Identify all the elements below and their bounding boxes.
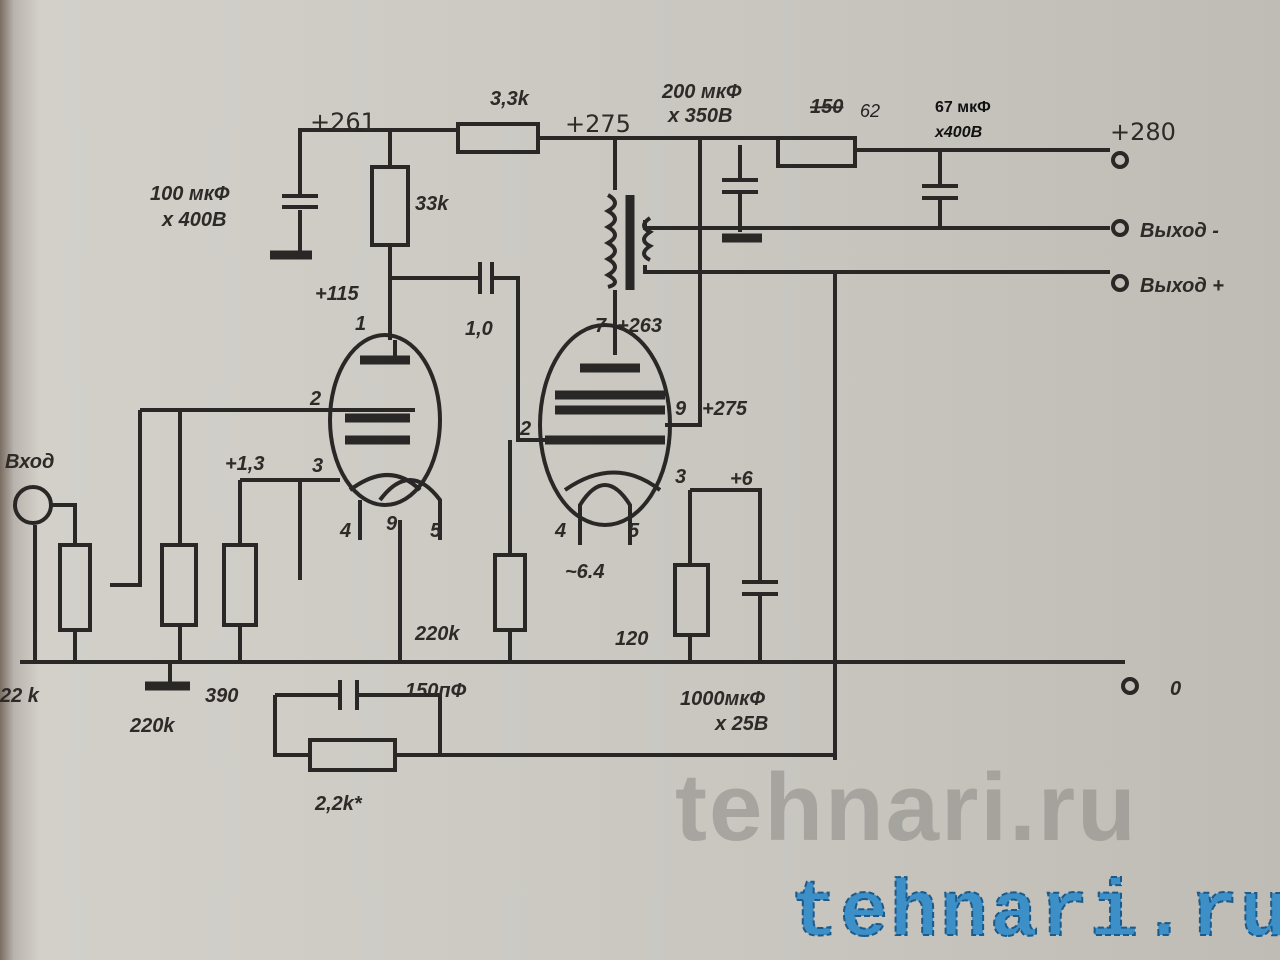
label-v275b: +275 [702,398,748,420]
capacitor-100uf [282,194,318,209]
resistor-33k [370,165,410,247]
label-r220k-a: 220k [129,715,175,737]
watermark-gray: tehnari.ru [675,754,1138,861]
label-r2k2: 2,2k* [314,793,363,815]
capacitor-1uf [478,262,494,294]
label-pin9a: 9 [386,513,398,535]
label-c150: 150пФ [405,680,467,702]
label-v261: +261 [310,108,376,136]
label-r120: 120 [615,628,648,650]
label-r62: 62 [860,101,880,121]
label-c100v: x 400В [161,209,227,231]
label-pin3a: 3 [312,455,323,477]
capacitor-1000uf [742,580,778,596]
tube-2-heater [563,470,662,545]
transformer-secondary [642,216,654,262]
terminal-ground[interactable] [1121,677,1139,695]
capacitor-200uf [722,178,758,194]
capacitor-150pf [338,680,359,710]
terminal-plus280[interactable] [1111,151,1129,169]
label-r3k3: 3,3k [490,88,530,110]
resistor-2k2 [308,738,397,772]
label-v263: +263 [617,315,662,337]
potentiometer [58,543,92,632]
label-pin5b: 5 [628,520,640,542]
terminal-out-minus[interactable] [1111,219,1129,237]
label-ground: 0 [1170,678,1181,700]
label-pin7: 7 [595,315,607,337]
label-c200v: x 350В [667,105,733,127]
label-pin5a: 5 [430,520,442,542]
label-input: Вход [5,451,54,473]
resistor-390 [222,543,258,627]
label-c67: 67 мкФ [935,99,991,116]
tube-2-electrodes [545,363,665,445]
label-r220k-b: 220k [414,623,460,645]
tube-1 [328,333,442,507]
resistor-220k-b [493,553,527,632]
label-heater: ~6.4 [565,561,604,583]
tube-2 [538,323,672,527]
components [13,122,1139,772]
label-c100: 100 мкФ [150,183,230,205]
label-out-plus: Выход + [1140,275,1224,297]
label-v275: +275 [565,110,631,138]
label-c1000: 1000мкФ [680,688,765,710]
label-r33k: 33k [415,193,449,215]
resistor-220k-a [160,543,198,627]
transformer-primary [603,193,617,289]
tube-1-heater [348,473,442,540]
label-c200: 200 мкФ [661,81,742,103]
label-c10: 1,0 [465,318,493,340]
labels: +261 3,3k +275 200 мкФ x 350В 150 62 67 … [0,81,1224,815]
label-r150-struck: 150 [810,96,843,118]
label-out-minus: Выход - [1140,220,1219,242]
label-v280: +280 [1110,118,1176,146]
label-pin4b: 4 [554,520,566,542]
label-c67v: x400В [934,124,982,141]
resistor-120 [673,563,710,637]
label-pin2a: 2 [309,388,321,410]
label-r390: 390 [205,685,238,707]
label-pin1: 1 [355,313,366,335]
tube-1-electrodes [345,355,410,445]
input-jack-icon [13,485,53,525]
resistor-62 [776,136,857,168]
label-c1000v: x 25В [714,713,768,735]
watermark-blue: tehnari.ru [790,869,1280,960]
capacitor-67uf [922,184,958,200]
label-v115: +115 [315,283,359,305]
label-pin3b: 3 [675,466,686,488]
resistor-3k3 [456,122,540,154]
label-pin4a: 4 [339,520,351,542]
terminal-out-plus[interactable] [1111,274,1129,292]
label-pin2b: 2 [519,418,531,440]
label-v6: +6 [730,468,754,490]
label-r22k: 22 k [0,685,40,707]
label-pin9b: 9 [675,398,687,420]
label-v13: +1,3 [225,453,264,475]
